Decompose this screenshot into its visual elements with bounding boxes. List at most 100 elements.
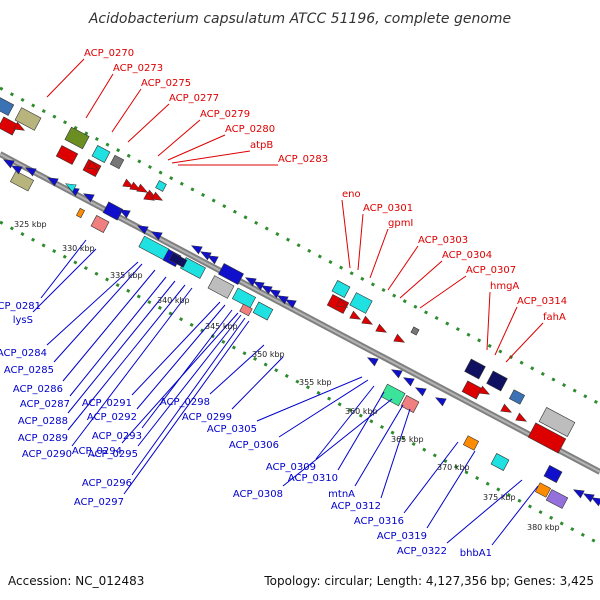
gene-feature-box	[14, 107, 42, 131]
reverse-gene-label: ACP_0310	[288, 473, 338, 484]
reverse-gene-label: ACP_0316	[354, 516, 404, 527]
scale-tick-label: 355 kbp	[299, 378, 332, 387]
gene-arrow	[515, 412, 528, 422]
reverse-gene-label: bhbA1	[460, 548, 492, 559]
forward-gene-label: ACP_0270	[84, 48, 134, 59]
gene-arrow	[375, 323, 388, 333]
reverse-gene-label: ACP_0289	[18, 433, 68, 444]
reverse-gene-label: ACP_0285	[4, 365, 54, 376]
gene-arrow	[46, 177, 59, 187]
gene-features	[0, 96, 600, 509]
forward-dotted-track	[0, 86, 600, 406]
gene-feature-box	[231, 287, 257, 309]
reverse-gene-label: ACP_0293	[92, 431, 142, 442]
forward-leader-line	[494, 306, 518, 356]
forward-gene-label: ACP_0307	[466, 265, 516, 276]
reverse-leader-line	[256, 376, 363, 422]
reverse-leader-line	[67, 280, 176, 414]
reverse-leader-line	[209, 344, 265, 395]
reverse-leader-line	[315, 385, 375, 460]
gene-arrow	[206, 255, 219, 265]
gene-feature-box	[490, 453, 510, 471]
scale-tick-label: 375 kbp	[483, 493, 516, 502]
gene-feature-box	[538, 407, 576, 437]
gene-arrow	[129, 181, 142, 191]
scale-tick-label: 330 kbp	[62, 244, 95, 253]
reverse-gene-label: ACP_0298	[160, 397, 210, 408]
gene-feature-box	[486, 370, 508, 392]
forward-leader-line	[157, 119, 201, 157]
gene-arrow	[150, 231, 163, 241]
forward-gene-label: ACP_0304	[442, 250, 492, 261]
gene-feature-box	[545, 489, 569, 509]
gene-arrow	[572, 489, 585, 499]
gene-feature-box	[239, 303, 253, 317]
forward-gene-label: ACP_0283	[278, 154, 328, 165]
reverse-gene-label: ACP_0288	[18, 416, 68, 427]
gene-arrow	[393, 333, 406, 343]
reverse-leader-line	[32, 248, 97, 313]
gene-arrow	[336, 298, 349, 308]
forward-gene-label: ACP_0275	[141, 78, 191, 89]
forward-leader-line	[486, 291, 491, 351]
forward-gene-label: gpmI	[388, 218, 413, 229]
gene-arrow	[118, 209, 131, 219]
forward-gene-label: ACP_0273	[113, 63, 163, 74]
gene-arrow	[64, 183, 77, 193]
gene-feature-box	[380, 383, 406, 407]
reverse-gene-label: ACP_0305	[207, 424, 257, 435]
gene-arrow	[143, 191, 156, 201]
scale-tick-label: 370 kbp	[437, 463, 470, 472]
scale-tick-label: 340 kbp	[157, 296, 190, 305]
gene-feature-box	[331, 280, 351, 298]
reverse-leader-line	[491, 485, 539, 546]
gene-arrow	[136, 183, 149, 193]
map-title: Acidobacterium capsulatum ATCC 51196, co…	[88, 11, 511, 27]
reverse-gene-label: ACP_0322	[397, 546, 447, 557]
gene-arrow	[284, 299, 297, 309]
reverse-gene-label: ACP_0319	[377, 531, 427, 542]
reverse-leader-line	[137, 314, 242, 447]
reverse-leader-line	[337, 391, 385, 471]
reverse-leader-line	[426, 450, 476, 529]
gene-feature-box	[168, 252, 188, 268]
forward-leader-line	[111, 88, 142, 133]
reverse-gene-label: lysS	[13, 315, 33, 326]
gene-feature-box	[9, 170, 35, 192]
reverse-leader-line	[131, 301, 221, 396]
forward-leader-line	[357, 213, 364, 271]
gene-feature-box	[109, 154, 125, 170]
reverse-gene-label: ACP_0281	[0, 301, 41, 312]
gene-arrow	[390, 369, 403, 379]
reverse-gene-label: ACP_0308	[233, 489, 283, 500]
forward-leader-line	[387, 245, 419, 291]
forward-gene-label: ACP_0279	[200, 109, 250, 120]
gene-arrow	[87, 160, 100, 170]
gene-feature-box	[534, 482, 552, 498]
scale-tick-label: 335 kbp	[110, 271, 143, 280]
forward-leader-line	[369, 228, 389, 279]
gene-feature-box	[410, 326, 420, 336]
gene-feature-box	[461, 380, 483, 400]
reverse-leader-line	[71, 287, 193, 447]
reverse-leader-line	[380, 408, 411, 499]
gene-feature-box	[349, 292, 373, 314]
gene-feature-box	[64, 126, 90, 150]
reverse-leader-line	[231, 356, 284, 410]
label-leader-lines	[32, 58, 544, 546]
gene-arrow	[434, 397, 447, 407]
gene-feature-box	[91, 145, 111, 163]
accession-text: Accession: NC_012483	[8, 574, 144, 588]
reverse-leader-line	[67, 284, 186, 431]
reverse-leader-line	[62, 269, 156, 382]
gene-feature-box	[543, 465, 563, 483]
reverse-leader-line	[131, 317, 246, 476]
forward-gene-label: ACP_0303	[418, 235, 468, 246]
gene-feature-box	[207, 275, 235, 299]
genome-backbone-highlight	[0, 153, 600, 473]
forward-gene-label: ACP_0277	[169, 93, 219, 104]
gene-arrow	[190, 245, 203, 255]
forward-leader-line	[419, 275, 467, 309]
gene-feature-box	[76, 207, 85, 219]
